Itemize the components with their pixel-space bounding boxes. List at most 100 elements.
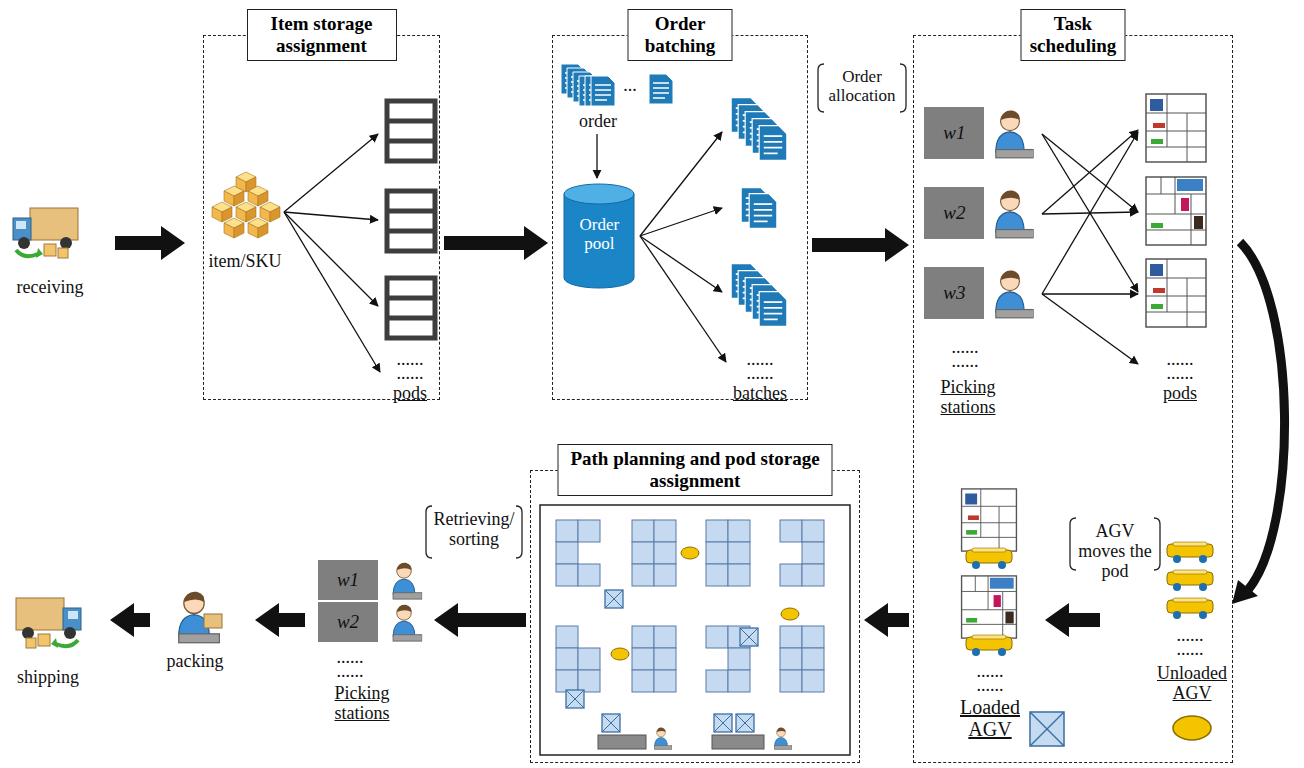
- warehouse-map: [540, 505, 850, 755]
- map-station: [712, 735, 764, 749]
- bracket: [426, 506, 432, 558]
- flow-arrow: [444, 226, 548, 260]
- loaded-agv: [962, 576, 1017, 638]
- map-cell: [780, 670, 802, 692]
- map-cell: [654, 648, 676, 670]
- loaded-agv-mark: [602, 714, 620, 732]
- station-block: w2: [924, 187, 984, 239]
- text-label: ......: [320, 662, 380, 682]
- loaded-agv-mark: [714, 714, 732, 732]
- truck-icon: [13, 208, 78, 258]
- fan-arrows: [284, 212, 378, 220]
- text-label: ...: [615, 76, 645, 96]
- flow-arrow: [255, 603, 305, 637]
- assignment-arrows: [1042, 130, 1138, 214]
- packing-icon: [204, 614, 222, 628]
- text-label: shipping: [3, 668, 93, 688]
- map-cell: [632, 542, 654, 564]
- legend-symbol: [1030, 712, 1211, 746]
- legend-symbol: [1173, 716, 1211, 740]
- text-label: batches: [720, 384, 800, 404]
- assignment-arrows: [1042, 294, 1138, 364]
- map-cell: [802, 520, 824, 542]
- text-label: ......: [1150, 364, 1210, 384]
- node-text: Order pool: [562, 182, 636, 253]
- flow-arrow: [864, 603, 909, 637]
- text-label: item/SKU: [200, 252, 290, 272]
- text-label: ......: [380, 364, 440, 384]
- bracket: [1070, 518, 1076, 570]
- map-cell: [780, 564, 802, 586]
- map-cell: [802, 626, 824, 648]
- rack-icon: [387, 278, 435, 338]
- fan-arrows: [640, 208, 722, 236]
- packing-icon: [179, 592, 222, 643]
- map-cell: [780, 648, 802, 670]
- flow-arrow: [1045, 603, 1100, 637]
- unloaded-agv: [1167, 570, 1213, 591]
- flow-arrow: [812, 228, 909, 262]
- loaded-agv-mark: [602, 714, 620, 732]
- dashed-group-box: Order batchingOrder pool: [552, 35, 808, 400]
- loaded-agv-mark: [714, 714, 732, 732]
- node-text: w2: [337, 611, 359, 633]
- curved-arrow: [1232, 580, 1258, 604]
- edge-label: Order allocation: [820, 68, 904, 105]
- flow-arrow: [115, 226, 185, 260]
- text-label: Loaded AGV: [954, 696, 1026, 740]
- fan-arrows: [284, 212, 380, 372]
- loaded-agv-mark: [602, 714, 620, 732]
- assignment-arrows: [1042, 132, 1138, 294]
- rack-icon: [387, 191, 435, 251]
- map-cell: [632, 670, 654, 692]
- map-cell: [556, 520, 578, 542]
- pod-icon: [1146, 94, 1206, 162]
- picker-icon: [393, 563, 422, 599]
- map-person: [774, 728, 791, 750]
- map-station: [598, 735, 646, 749]
- item-cubes: [212, 202, 232, 222]
- cylinder-shape: [564, 184, 634, 204]
- loaded-agv-mark: [566, 690, 584, 708]
- fan-arrows: [640, 132, 722, 236]
- map-cell: [706, 542, 728, 564]
- text-label: ......: [935, 352, 995, 372]
- picker-icon: [380, 602, 428, 642]
- unloaded-agv-mark: [681, 547, 699, 559]
- loaded-agv-mark: [566, 690, 584, 708]
- text-label: receiving: [0, 278, 100, 298]
- loaded-agv: [966, 635, 1012, 656]
- text-label: Picking stations: [928, 378, 1008, 418]
- batch-documents: [759, 292, 787, 327]
- item-cubes: [224, 218, 244, 238]
- loaded-agv-mark: [566, 690, 584, 708]
- order-documents: [561, 64, 673, 106]
- bracket: [426, 64, 1160, 570]
- pod-icon: [1146, 177, 1206, 245]
- loaded-agv-mark: [605, 590, 623, 608]
- map-cell: [632, 626, 654, 648]
- loaded-agv-mark: [602, 714, 620, 732]
- picking-station: w2: [318, 602, 430, 642]
- text-label: ......: [1160, 640, 1220, 660]
- map-cell: [556, 542, 578, 564]
- station-block: w2: [318, 602, 378, 642]
- order-documents: [649, 74, 673, 104]
- map-cell: [654, 670, 676, 692]
- map-cell: [632, 564, 654, 586]
- map-cell: [632, 648, 654, 670]
- curved-arrow: [1240, 242, 1285, 590]
- assignment-arrows: [1042, 293, 1138, 294]
- truck-icon: [16, 598, 81, 648]
- legend-symbol: [1030, 712, 1064, 746]
- text-label: AGV moves the pod: [1074, 522, 1156, 581]
- map-cell: [654, 626, 676, 648]
- text-label: Picking stations: [322, 684, 402, 724]
- unloaded-agv-mark: [611, 648, 629, 660]
- map-cell: [802, 564, 824, 586]
- item-cubes: [224, 186, 244, 206]
- picker-icon: [393, 605, 422, 641]
- flow-arrow: [434, 603, 526, 637]
- order-documents: [591, 76, 615, 106]
